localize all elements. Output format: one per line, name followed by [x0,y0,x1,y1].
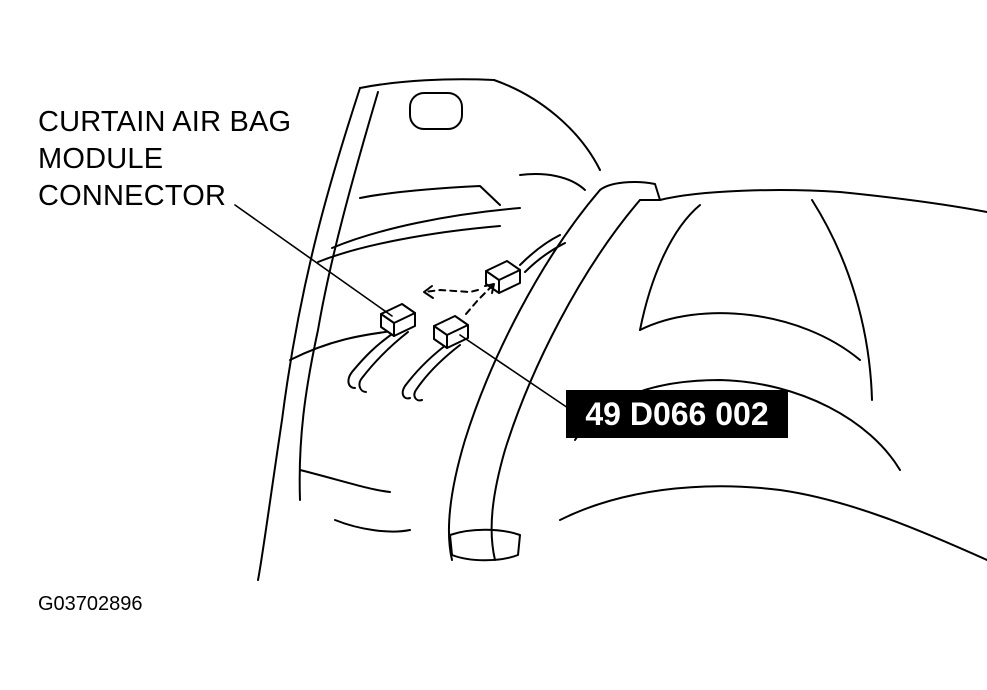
seat-belt-left-edge [447,189,601,561]
figure-id: G03702896 [38,593,143,615]
seat-cushion-curve-3 [559,485,987,561]
harness-wire-mid [401,341,451,400]
harness-wire-upper [519,234,561,266]
connector-label-line1: CURTAIN AIR BAG [38,106,292,138]
belt-buckle [449,528,521,562]
trim-panel-upper [331,207,521,249]
harness-wire-left-2 [358,331,409,393]
sst-connector-lower [433,315,469,349]
trim-panel-mid [317,225,501,263]
connect-arrow-left [423,289,479,293]
arrowhead-right [484,283,495,294]
leader-line-connector [234,204,393,317]
seat-back-outline [659,189,987,213]
trim-line-3 [299,469,391,493]
door-frame-line [493,79,601,171]
harness-wire-left [347,329,399,389]
belt-guide [599,181,661,201]
connector-callout-label: CURTAIN AIR BAG MODULE CONNECTOR [38,104,291,215]
trim-line-2 [289,329,401,361]
leader-line-tool [459,334,569,409]
seat-cushion-curve-1 [639,312,861,361]
special-tool-number-label: 49 D066 002 [566,390,788,438]
harness-wire-upper-2 [524,242,566,273]
pillar-outline-outer [257,87,361,581]
arrowhead-left [423,285,434,299]
rear-window-edge [359,78,495,89]
trim-panel-recess [359,185,501,206]
connector-label-line3: CONNECTOR [38,180,227,212]
trim-line-4 [334,519,411,533]
seat-belt-right-edge [490,199,641,561]
airbag-connector-female [380,303,416,337]
connect-arrow-right [465,285,493,315]
pillar-outline-inner [298,91,379,501]
seat-side-line [811,199,873,401]
trim-line-1 [519,173,586,191]
harness-wire-mid-2 [413,344,461,402]
seat-back-bolster [639,204,701,331]
quarter-window [409,92,463,130]
connector-label-line2: MODULE [38,143,164,175]
